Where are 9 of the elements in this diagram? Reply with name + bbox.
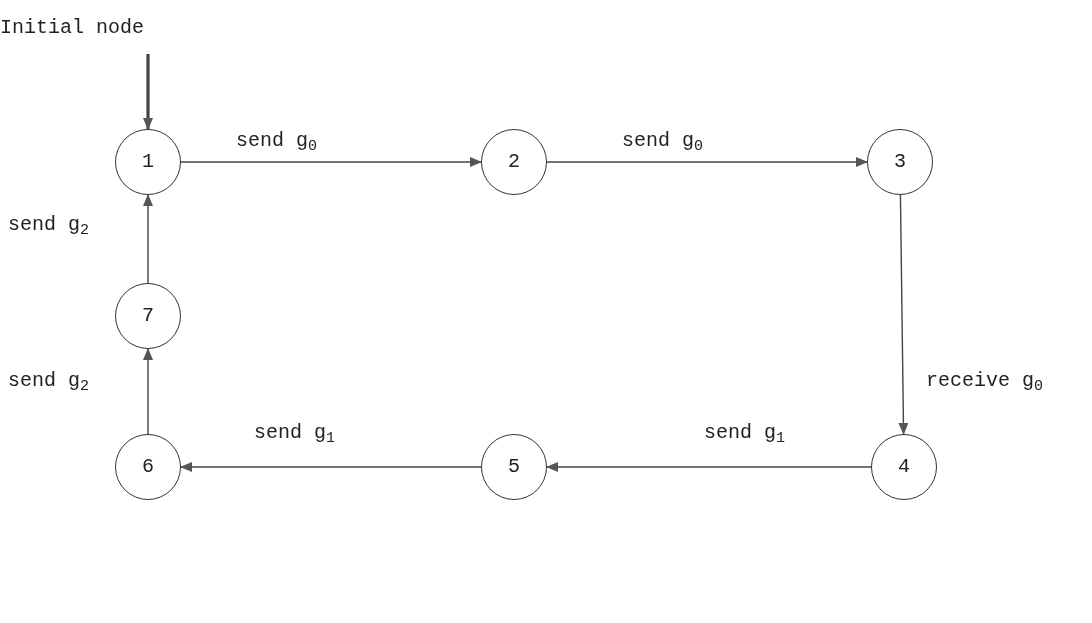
node-label: Initial node xyxy=(0,18,145,38)
arrow xyxy=(180,157,482,167)
arrow xyxy=(546,462,872,472)
arrow xyxy=(898,194,909,435)
arrow xyxy=(180,462,482,472)
arrow xyxy=(143,54,153,130)
arrow xyxy=(546,157,868,167)
arrow xyxy=(143,348,153,435)
arrow xyxy=(143,194,153,284)
